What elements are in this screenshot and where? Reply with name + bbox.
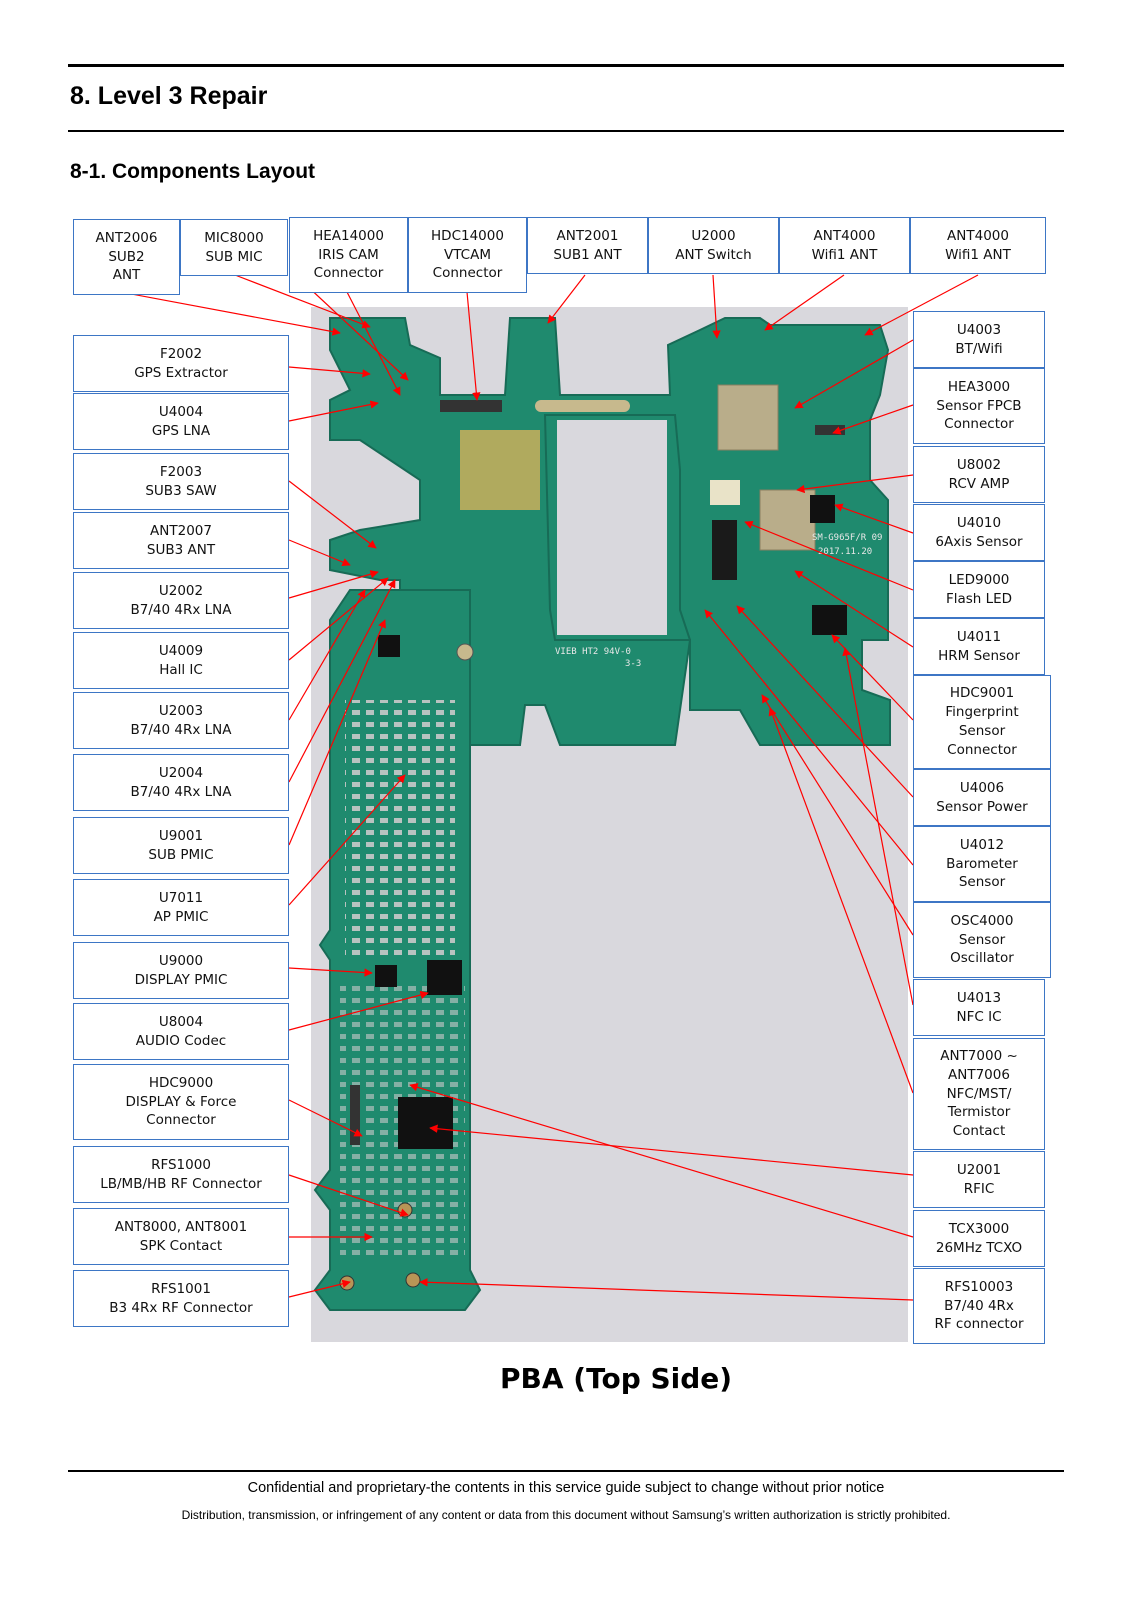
callout-ant7000: ANT7000 ~ ANT7006 NFC/MST/ Termistor Con… bbox=[913, 1038, 1045, 1150]
callout-ant2006: ANT2006 SUB2 ANT bbox=[73, 219, 180, 295]
callout-u9001: U9001 SUB PMIC bbox=[73, 817, 289, 874]
upper-component-area bbox=[460, 430, 540, 510]
callout-rfs1001: RFS1001 B3 4Rx RF Connector bbox=[73, 1270, 289, 1327]
callout-u4004: U4004 GPS LNA bbox=[73, 393, 289, 450]
callout-u2002: U2002 B7/40 4Rx LNA bbox=[73, 572, 289, 629]
chip-u8004 bbox=[375, 965, 397, 987]
callout-hdc9001: HDC9001 Fingerprint Sensor Connector bbox=[913, 675, 1051, 769]
callout-u9000: U9000 DISPLAY PMIC bbox=[73, 942, 289, 999]
callout-u2000: U2000 ANT Switch bbox=[648, 217, 779, 274]
callout-hea3000: HEA3000 Sensor FPCB Connector bbox=[913, 368, 1045, 444]
callout-hea14000: HEA14000 IRIS CAM Connector bbox=[289, 217, 408, 293]
rf-connector-rfs10003 bbox=[405, 1272, 421, 1288]
top-rule bbox=[68, 64, 1064, 67]
chip-sensor bbox=[812, 605, 847, 635]
mount-hole bbox=[456, 643, 474, 661]
footer-rule bbox=[68, 1470, 1064, 1472]
ap-shield-area bbox=[345, 700, 455, 960]
callout-u4010: U4010 6Axis Sensor bbox=[913, 504, 1045, 561]
chip-u4009 bbox=[378, 635, 400, 657]
callout-u4012: U4012 Barometer Sensor bbox=[913, 826, 1051, 902]
callout-led9000: LED9000 Flash LED bbox=[913, 561, 1045, 618]
callout-ant2001: ANT2001 SUB1 ANT bbox=[527, 217, 648, 274]
standoff-bracket bbox=[535, 400, 630, 412]
chip-hrm bbox=[712, 520, 737, 580]
board-cutout bbox=[557, 420, 667, 635]
callout-u2003: U2003 B7/40 4Rx LNA bbox=[73, 692, 289, 749]
chip-u4010 bbox=[810, 495, 835, 523]
chip-u2001 bbox=[398, 1097, 453, 1149]
callout-u7011: U7011 AP PMIC bbox=[73, 879, 289, 936]
footer-distribution: Distribution, transmission, or infringem… bbox=[181, 1508, 951, 1522]
callout-u4006: U4006 Sensor Power bbox=[913, 769, 1051, 826]
callout-u4013: U4013 NFC IC bbox=[913, 979, 1045, 1036]
title-underline bbox=[68, 130, 1064, 132]
leader-lines bbox=[125, 269, 979, 1301]
subsection-title: 8-1. Components Layout bbox=[70, 160, 316, 183]
callout-hdc14000: HDC14000 VTCAM Connector bbox=[408, 217, 527, 293]
callout-f2002: F2002 GPS Extractor bbox=[73, 335, 289, 392]
chip-u7011 bbox=[427, 960, 462, 995]
callout-rfs10003: RFS10003 B7/40 4Rx RF connector bbox=[913, 1268, 1045, 1344]
callout-ant2007: ANT2007 SUB3 ANT bbox=[73, 512, 289, 569]
callout-f2003: F2003 SUB3 SAW bbox=[73, 453, 289, 510]
callout-u2004: U2004 B7/40 4Rx LNA bbox=[73, 754, 289, 811]
callout-ant4000-a: ANT4000 Wifi1 ANT bbox=[779, 217, 910, 274]
callout-u8004: U8004 AUDIO Codec bbox=[73, 1003, 289, 1060]
callout-ant8000: ANT8000, ANT8001 SPK Contact bbox=[73, 1208, 289, 1265]
chip-u4011 bbox=[759, 489, 816, 551]
callout-u4009: U4009 Hall IC bbox=[73, 632, 289, 689]
callout-rfs1000: RFS1000 LB/MB/HB RF Connector bbox=[73, 1146, 289, 1203]
connector-hdc9000 bbox=[350, 1085, 360, 1145]
connector-hea3000 bbox=[815, 425, 845, 435]
footer-confidential: Confidential and proprietary-the content… bbox=[247, 1480, 885, 1496]
chip-led bbox=[710, 480, 740, 505]
callout-u2001: U2001 RFIC bbox=[913, 1151, 1045, 1208]
chip-u4003 bbox=[717, 384, 779, 451]
board-model-marking: SM-G965F/R 09 bbox=[812, 533, 882, 543]
callout-u4011: U4011 HRM Sensor bbox=[913, 618, 1045, 675]
callout-tcx3000: TCX3000 26MHz TCXO bbox=[913, 1210, 1045, 1267]
callout-u8002: U8002 RCV AMP bbox=[913, 446, 1045, 503]
callout-mic8000: MIC8000 SUB MIC bbox=[180, 219, 288, 276]
connector-hdc14000 bbox=[440, 400, 502, 412]
rf-connector-rfs1000 bbox=[397, 1202, 413, 1218]
callout-osc4000: OSC4000 Sensor Oscillator bbox=[913, 902, 1051, 978]
board-date-marking: 2017.11.20 bbox=[818, 547, 872, 557]
callout-ant4000-b: ANT4000 Wifi1 ANT bbox=[910, 217, 1046, 274]
callout-u4003: U4003 BT/Wifi bbox=[913, 311, 1045, 368]
figure-caption: PBA (Top Side) bbox=[500, 1362, 733, 1395]
board-rev-marking: 3-3 bbox=[625, 659, 641, 669]
callout-hdc9000: HDC9000 DISPLAY & Force Connector bbox=[73, 1064, 289, 1140]
section-title: 8. Level 3 Repair bbox=[70, 82, 268, 110]
board-ul-marking: VIEB HT2 94V-0 bbox=[555, 647, 631, 657]
